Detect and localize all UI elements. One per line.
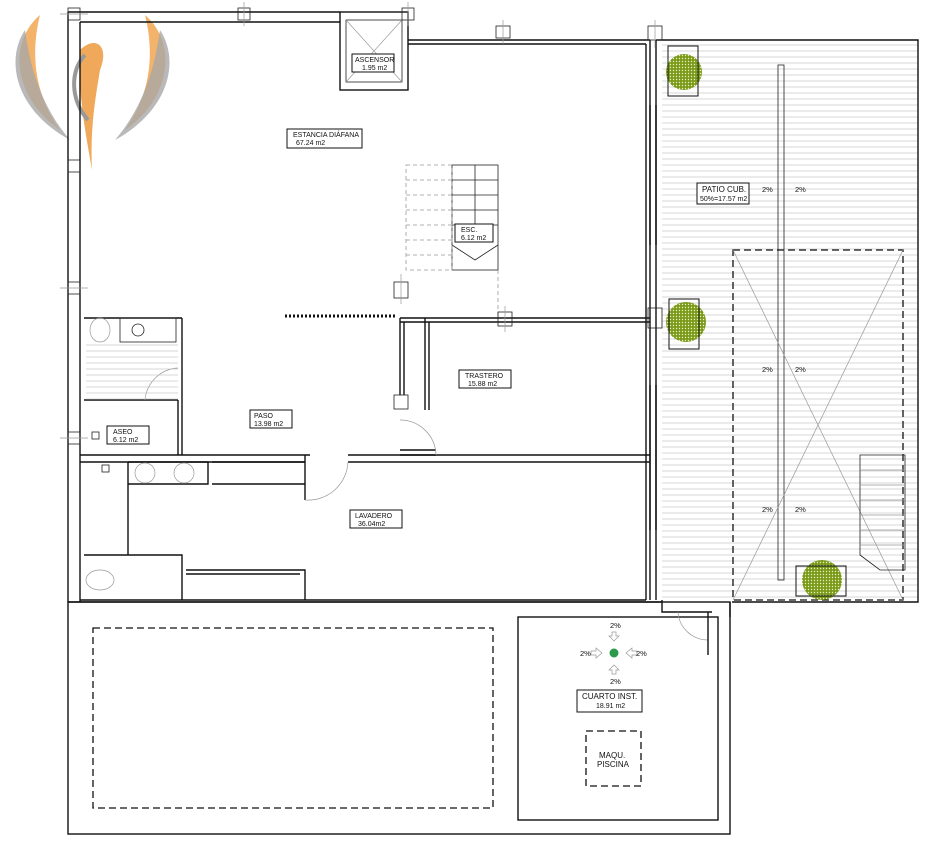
svg-text:15.88 m2: 15.88 m2 — [468, 381, 497, 388]
svg-text:67.24 m2: 67.24 m2 — [296, 140, 325, 147]
shower-tray — [86, 340, 178, 400]
svg-text:2%: 2% — [762, 185, 773, 194]
svg-text:50%=17.57 m2: 50%=17.57 m2 — [700, 196, 747, 203]
room-label-cuarto: CUARTO INST. 18.91 m2 — [576, 689, 643, 713]
patio-slopes: 2% 2% 2% 2% 2% 2% — [762, 185, 806, 514]
slope-label: 2% — [636, 649, 647, 658]
svg-text:2%: 2% — [762, 505, 773, 514]
slope-label: 2% — [610, 621, 621, 630]
slope-label: 2% — [580, 649, 591, 658]
room-label-paso: PASO 13.98 m2 — [249, 409, 293, 429]
tree — [666, 298, 706, 350]
pool-machine-outline — [585, 730, 642, 787]
phoenix-logo — [15, 15, 170, 170]
svg-text:LAVADERO: LAVADERO — [355, 513, 393, 520]
svg-text:36.04m2: 36.04m2 — [358, 521, 385, 528]
svg-text:ESTANCIA DIÁFANA: ESTANCIA DIÁFANA — [293, 130, 359, 139]
svg-text:PISCINA: PISCINA — [597, 760, 630, 769]
svg-text:2%: 2% — [795, 185, 806, 194]
room-label-ascensor: ASCENSOR 1.95 m2 — [351, 53, 395, 73]
room-label-estancia: ESTANCIA DIÁFANA 67.24 m2 — [286, 128, 363, 149]
svg-text:CUARTO INST.: CUARTO INST. — [582, 692, 637, 701]
svg-text:ESC.: ESC. — [461, 227, 477, 234]
tree — [666, 45, 702, 97]
svg-text:PATIO CUB.: PATIO CUB. — [702, 185, 746, 194]
svg-text:TRASTERO: TRASTERO — [465, 373, 504, 380]
svg-text:13.98 m2: 13.98 m2 — [254, 421, 283, 428]
room-label-patio: PATIO CUB. 50%=17.57 m2 — [696, 182, 750, 205]
drain: 2% 2% 2% 2% — [580, 621, 647, 686]
svg-text:6.12 m2: 6.12 m2 — [113, 437, 138, 444]
pool-outline — [92, 627, 494, 809]
room-label-trastero: TRASTERO 15.88 m2 — [458, 369, 512, 389]
room-label-maqu: MAQU. PISCINA — [597, 751, 630, 769]
svg-text:2%: 2% — [795, 505, 806, 514]
room-label-esc: ESC. 6.12 m2 — [454, 223, 494, 243]
walls — [60, 2, 919, 835]
svg-text:2%: 2% — [795, 365, 806, 374]
tree — [795, 560, 847, 600]
svg-text:18.91 m2: 18.91 m2 — [596, 703, 625, 710]
svg-text:ASCENSOR: ASCENSOR — [355, 57, 394, 64]
room-label-aseo: ASEO 6.12 m2 — [106, 425, 150, 445]
svg-text:1.95 m2: 1.95 m2 — [362, 65, 387, 72]
svg-text:2%: 2% — [762, 365, 773, 374]
svg-text:ASEO: ASEO — [113, 429, 133, 436]
svg-text:PASO: PASO — [254, 413, 273, 420]
svg-text:MAQU.: MAQU. — [599, 751, 625, 760]
room-label-lavadero: LAVADERO 36.04m2 — [349, 509, 403, 529]
svg-text:6.12 m2: 6.12 m2 — [461, 235, 486, 242]
slope-label: 2% — [610, 677, 621, 686]
